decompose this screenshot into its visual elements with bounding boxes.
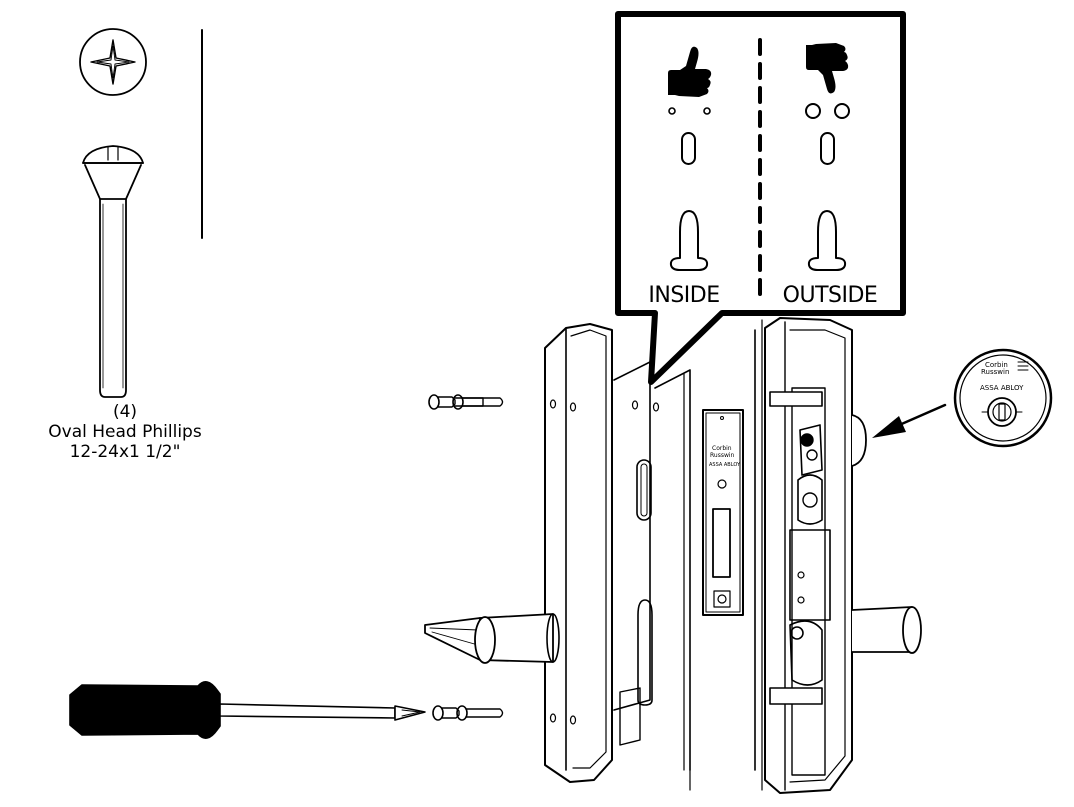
svg-text:Corbin: Corbin — [985, 361, 1008, 369]
svg-text:ASSA ABLOY: ASSA ABLOY — [709, 462, 741, 468]
outside-escutcheon-plate — [764, 317, 853, 794]
screw-name-label: Oval Head Phillips — [48, 422, 202, 442]
mortise-cylinder-detail: Corbin Russwin ASSA ABLOY — [953, 348, 1053, 448]
outside-lever-handle — [851, 606, 922, 654]
phillips-head-detail — [79, 28, 147, 96]
inside-hole-pattern — [668, 107, 711, 271]
thumbs-down-icon — [806, 43, 849, 94]
screw-quantity-label: (4) — [112, 402, 138, 422]
callout-box — [615, 11, 906, 385]
arrow-to-cylinder — [872, 403, 947, 438]
lower-screws — [432, 705, 504, 721]
thumbs-up-icon — [668, 46, 712, 97]
outside-hole-pattern — [805, 103, 850, 271]
screwdriver — [69, 681, 426, 739]
svg-text:Corbin: Corbin — [712, 445, 732, 452]
svg-text:Russwin: Russwin — [710, 452, 735, 459]
mounting-plate — [613, 361, 660, 746]
lock-mechanism — [789, 424, 831, 686]
screw-size-label: 12-24x1 1/2" — [69, 442, 181, 462]
door-edge — [654, 319, 763, 791]
svg-text:ASSA ABLOY: ASSA ABLOY — [980, 384, 1024, 392]
upper-screws — [428, 394, 504, 410]
inside-lever-handle — [424, 613, 560, 664]
inside-label: INSIDE — [648, 283, 720, 308]
oval-head-screw-drawing — [82, 145, 144, 398]
cylinder-boss — [851, 414, 867, 467]
outside-label: OUTSIDE — [782, 283, 878, 308]
mortise-lock-faceplate: Corbin Russwin ASSA ABLOY — [702, 409, 744, 616]
svg-text:Russwin: Russwin — [981, 368, 1009, 376]
inside-escutcheon-plate — [544, 323, 613, 783]
